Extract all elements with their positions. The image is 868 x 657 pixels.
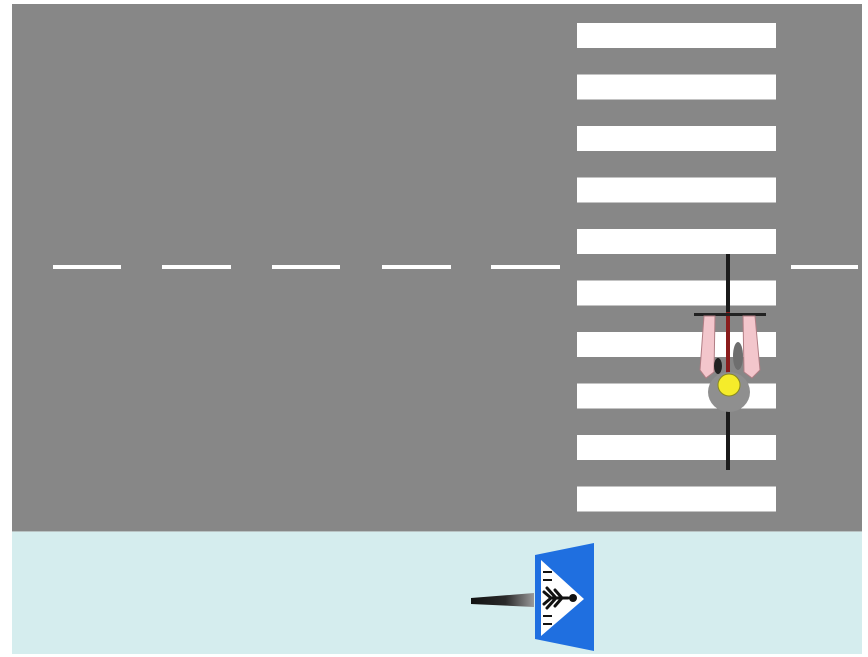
bicycle-rear-wheel	[726, 400, 730, 470]
crosswalk-stripe	[577, 486, 776, 512]
pedestrian-crossing-sign-icon	[471, 543, 594, 651]
bicycle-front-wheel	[726, 254, 730, 316]
crosswalk-stripe	[577, 280, 776, 306]
curb-line	[12, 531, 862, 532]
crosswalk-bars-icon	[543, 571, 552, 625]
cyclist-top-view-icon	[694, 254, 766, 470]
crosswalk-stripe	[577, 126, 776, 151]
cyclist-helmet	[717, 373, 741, 397]
crosswalk-stripe	[577, 74, 776, 100]
pedestrian-figure-icon	[542, 586, 577, 610]
lane-dash	[791, 265, 858, 269]
cyclist-right-knee	[733, 342, 743, 370]
lane-dash	[491, 265, 560, 269]
bicycle-frame	[726, 312, 730, 404]
cyclist-left-arm	[699, 315, 716, 379]
lane-center-line	[53, 265, 858, 269]
crosswalk-stripe	[577, 435, 776, 460]
cyclist-right-arm	[742, 315, 761, 379]
lane-dash	[53, 265, 121, 269]
bicycle-handlebar	[694, 313, 766, 316]
lane-dash	[272, 265, 340, 269]
crosswalk-stripe	[577, 177, 776, 203]
cyclist-left-knee	[714, 358, 722, 374]
lane-dash	[382, 265, 451, 269]
zebra-crosswalk	[577, 23, 776, 512]
lane-dash	[162, 265, 231, 269]
crosswalk-stripe	[577, 229, 776, 254]
sign-post	[471, 593, 534, 607]
sidewalk	[12, 532, 862, 654]
crosswalk-stripe	[577, 23, 776, 48]
